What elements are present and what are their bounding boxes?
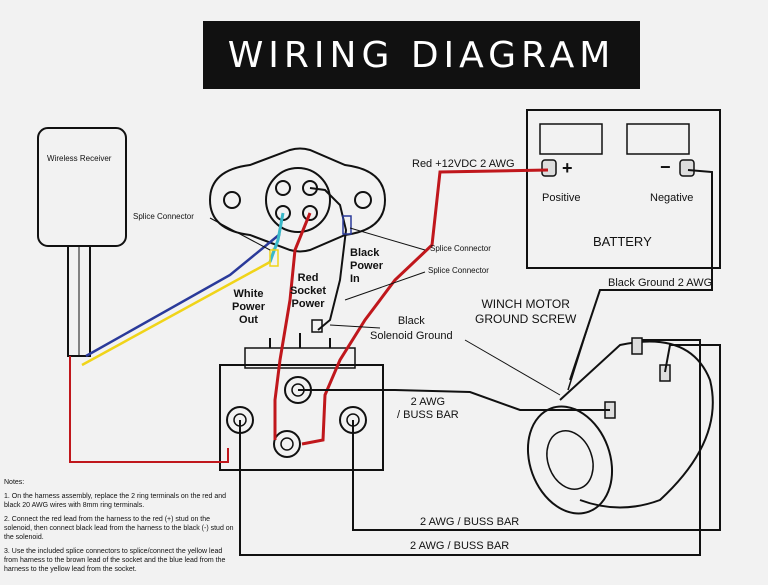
socket-plate	[208, 147, 387, 253]
wire-buss-bar-3	[239, 339, 701, 556]
wire-red-battery	[301, 168, 549, 446]
positive-label: Positive	[542, 192, 581, 204]
splice-connector-right-1-label: Splice Connector	[430, 244, 491, 253]
notes-heading: Notes:	[4, 479, 25, 486]
black-ground-label: Black Ground 2 AWG	[608, 277, 713, 289]
black-power-in-label: Black Power In	[350, 247, 384, 285]
red-12vdc-label: Red +12VDC 2 AWG	[412, 158, 515, 170]
wire-red-receiver	[69, 356, 229, 463]
solenoid	[219, 333, 384, 471]
battery-label: BATTERY	[593, 234, 652, 249]
battery	[526, 109, 721, 269]
note-item: 1. On the harness assembly, replace the …	[4, 493, 227, 509]
wireless-receiver	[37, 127, 127, 357]
negative-label: Negative	[650, 192, 694, 204]
wire-black-socket	[269, 187, 352, 333]
wire-buss-bar-1	[298, 389, 610, 411]
note-item: 3. Use the included splice connectors to…	[4, 548, 226, 573]
buss-bar-2-label: 2 AWG / BUSS BAR	[420, 516, 520, 528]
buss-bar-3-label: 2 AWG / BUSS BAR	[410, 540, 510, 552]
winch-motor	[526, 337, 714, 515]
wire-red-socket	[273, 212, 312, 440]
wireless-receiver-label: Wireless Receiver	[47, 154, 112, 163]
leader-lines	[209, 217, 591, 396]
white-power-out-label: White Power Out	[232, 288, 266, 326]
negative-sign: −	[660, 157, 671, 177]
page-title: WIRING DIAGRAM	[203, 21, 640, 89]
red-socket-power-label: Red Socket Power	[290, 272, 327, 310]
splice-connector-right-2-label: Splice Connector	[428, 266, 489, 275]
buss-bar-1-label: 2 AWG / BUSS BAR	[397, 396, 459, 421]
notes-block: Notes: 1. On the harness assembly, repla…	[4, 478, 236, 579]
wire-cyan	[268, 212, 285, 263]
black-solenoid-ground-label: Black Solenoid Ground	[370, 315, 453, 342]
wire-blue	[85, 233, 281, 358]
splice-connector-left-label: Splice Connector	[133, 212, 194, 221]
positive-sign: +	[562, 158, 573, 178]
winch-motor-ground-screw-label: WINCH MOTOR GROUND SCREW	[475, 297, 577, 326]
note-item: 2. Connect the red lead from the harness…	[4, 516, 234, 541]
wire-buss-bar-2	[352, 344, 721, 531]
